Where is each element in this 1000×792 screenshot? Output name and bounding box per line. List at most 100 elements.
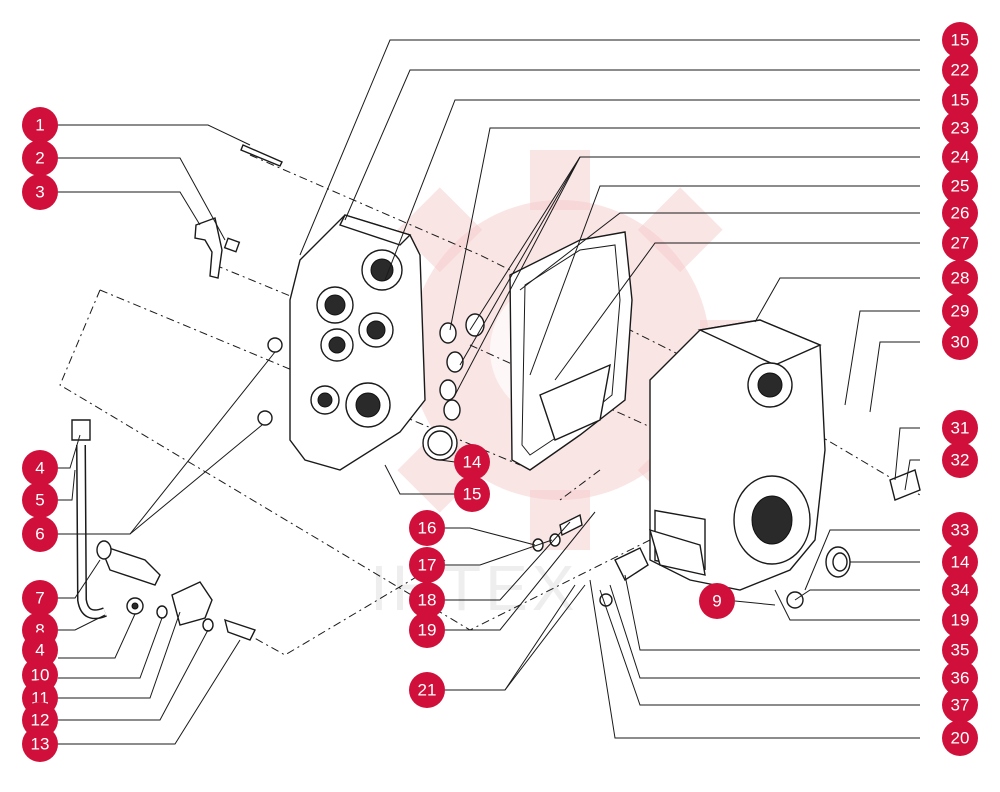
svg-text:15: 15 bbox=[951, 91, 970, 110]
hose-assembly bbox=[71, 419, 107, 620]
callout-34: 34 bbox=[942, 572, 978, 608]
front-housing-cover bbox=[289, 214, 426, 471]
suction-tube bbox=[224, 618, 256, 641]
svg-text:4: 4 bbox=[35, 459, 44, 478]
gasket bbox=[509, 231, 633, 471]
svg-text:26: 26 bbox=[951, 204, 970, 223]
svg-text:1: 1 bbox=[35, 116, 44, 135]
callout-4-upper: 4 bbox=[22, 450, 58, 486]
svg-text:17: 17 bbox=[418, 556, 437, 575]
svg-text:13: 13 bbox=[31, 735, 50, 754]
svg-text:16: 16 bbox=[418, 519, 437, 538]
callout-32: 32 bbox=[942, 442, 978, 478]
leader-lines bbox=[58, 39, 920, 745]
svg-text:25: 25 bbox=[951, 177, 970, 196]
svg-text:31: 31 bbox=[951, 419, 970, 438]
callout-15-top: 15 bbox=[942, 22, 978, 58]
callout-15-bottom: 15 bbox=[454, 476, 490, 512]
svg-text:12: 12 bbox=[31, 711, 50, 730]
o-ring-12 bbox=[202, 618, 214, 632]
callout-18: 18 bbox=[409, 582, 445, 618]
bushing-set bbox=[439, 313, 485, 421]
svg-text:15: 15 bbox=[951, 31, 970, 50]
svg-text:21: 21 bbox=[418, 681, 437, 700]
svg-text:18: 18 bbox=[418, 591, 437, 610]
svg-text:27: 27 bbox=[951, 234, 970, 253]
o-ring-10 bbox=[156, 605, 168, 619]
svg-text:8: 8 bbox=[35, 621, 44, 640]
callout-4-lower: 4 bbox=[22, 632, 58, 668]
callout-27: 27 bbox=[942, 225, 978, 261]
svg-text:24: 24 bbox=[951, 148, 970, 167]
svg-text:19: 19 bbox=[418, 621, 437, 640]
callout-14-left: 14 bbox=[454, 444, 490, 480]
pin bbox=[240, 144, 283, 167]
svg-text:22: 22 bbox=[951, 61, 970, 80]
callout-30: 30 bbox=[942, 324, 978, 360]
callout-33: 33 bbox=[942, 512, 978, 548]
svg-text:19: 19 bbox=[951, 611, 970, 630]
svg-text:30: 30 bbox=[951, 333, 970, 352]
callout-7: 7 bbox=[22, 580, 58, 616]
callout-3: 3 bbox=[22, 174, 58, 210]
svg-text:14: 14 bbox=[463, 453, 482, 472]
callout-1: 1 bbox=[22, 107, 58, 143]
svg-text:29: 29 bbox=[951, 302, 970, 321]
fitting-nut bbox=[126, 597, 144, 615]
rear-seal-ring bbox=[825, 546, 851, 578]
callout-20: 20 bbox=[942, 720, 978, 756]
svg-text:6: 6 bbox=[35, 525, 44, 544]
svg-text:2: 2 bbox=[35, 149, 44, 168]
callout-6: 6 bbox=[22, 516, 58, 552]
callout-13: 13 bbox=[22, 726, 58, 762]
svg-text:33: 33 bbox=[951, 521, 970, 540]
svg-text:23: 23 bbox=[951, 119, 970, 138]
svg-text:34: 34 bbox=[951, 581, 970, 600]
svg-text:7: 7 bbox=[35, 589, 44, 608]
callout-17: 17 bbox=[409, 547, 445, 583]
sensor-valve bbox=[599, 547, 649, 607]
svg-text:37: 37 bbox=[951, 696, 970, 715]
watermark-brand-text: IHTEX bbox=[370, 552, 578, 624]
callout-28: 28 bbox=[942, 260, 978, 296]
callout-36: 36 bbox=[942, 660, 978, 696]
svg-text:10: 10 bbox=[31, 666, 50, 685]
callout-15-mid: 15 bbox=[942, 82, 978, 118]
callout-23: 23 bbox=[942, 110, 978, 146]
callout-35: 35 bbox=[942, 632, 978, 668]
callout-22: 22 bbox=[942, 52, 978, 88]
svg-text:14: 14 bbox=[951, 553, 970, 572]
callout-19-right: 19 bbox=[942, 602, 978, 638]
bushing bbox=[223, 237, 241, 253]
svg-text:35: 35 bbox=[951, 641, 970, 660]
callout-37: 37 bbox=[942, 687, 978, 723]
callout-24: 24 bbox=[942, 139, 978, 175]
svg-text:3: 3 bbox=[35, 183, 44, 202]
callout-31: 31 bbox=[942, 410, 978, 446]
callout-16: 16 bbox=[409, 510, 445, 546]
plug-upper bbox=[267, 337, 283, 353]
plate-31-32 bbox=[889, 469, 921, 501]
callout-25: 25 bbox=[942, 168, 978, 204]
svg-text:28: 28 bbox=[951, 269, 970, 288]
callout-14-right: 14 bbox=[942, 544, 978, 580]
filter-head-block bbox=[171, 581, 213, 626]
callout-9: 9 bbox=[699, 583, 735, 619]
svg-text:36: 36 bbox=[951, 669, 970, 688]
svg-text:20: 20 bbox=[951, 729, 970, 748]
callouts: 1 2 3 4 5 6 7 8 4 10 11 12 13 14 15 16 1… bbox=[22, 22, 978, 762]
small-fittings-16-19 bbox=[532, 513, 583, 552]
housing-bearing-bores bbox=[310, 249, 403, 428]
svg-text:9: 9 bbox=[712, 592, 721, 611]
large-seal-ring bbox=[422, 425, 458, 461]
callout-29: 29 bbox=[942, 293, 978, 329]
svg-text:4: 4 bbox=[35, 641, 44, 660]
lever-bracket bbox=[194, 217, 223, 279]
filter-cartridge bbox=[96, 540, 161, 586]
rear-housing bbox=[648, 319, 826, 591]
callout-21: 21 bbox=[409, 672, 445, 708]
svg-text:15: 15 bbox=[463, 485, 482, 504]
svg-text:5: 5 bbox=[35, 491, 44, 510]
callout-5: 5 bbox=[22, 482, 58, 518]
